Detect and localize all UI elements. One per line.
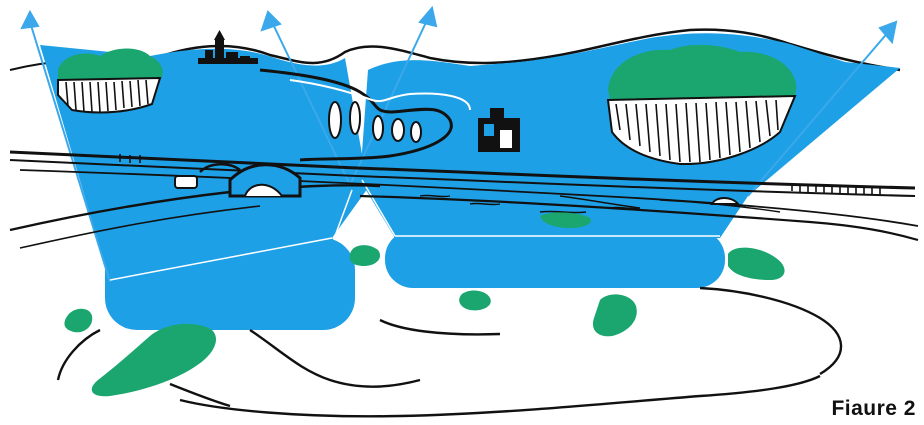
vegetation-patch bbox=[459, 291, 491, 311]
viewpoint-platform-right bbox=[385, 230, 725, 288]
vegetation-patch bbox=[728, 248, 785, 280]
vegetation-patch bbox=[593, 294, 637, 336]
figure-caption: Fiaure 2 bbox=[831, 397, 916, 421]
tree-icon bbox=[392, 119, 404, 141]
tree-icon bbox=[350, 102, 360, 134]
arrow-icon bbox=[22, 12, 38, 28]
tree-icon bbox=[373, 116, 383, 140]
vegetation-patch bbox=[350, 245, 380, 266]
arrow-icon bbox=[262, 12, 280, 30]
vegetation-patch bbox=[92, 324, 216, 396]
arrow-icon bbox=[420, 8, 436, 26]
tree-icon bbox=[329, 102, 341, 138]
tree-icon bbox=[411, 122, 421, 142]
vegetation-patch bbox=[64, 309, 92, 333]
forest-clump-left bbox=[58, 49, 163, 113]
